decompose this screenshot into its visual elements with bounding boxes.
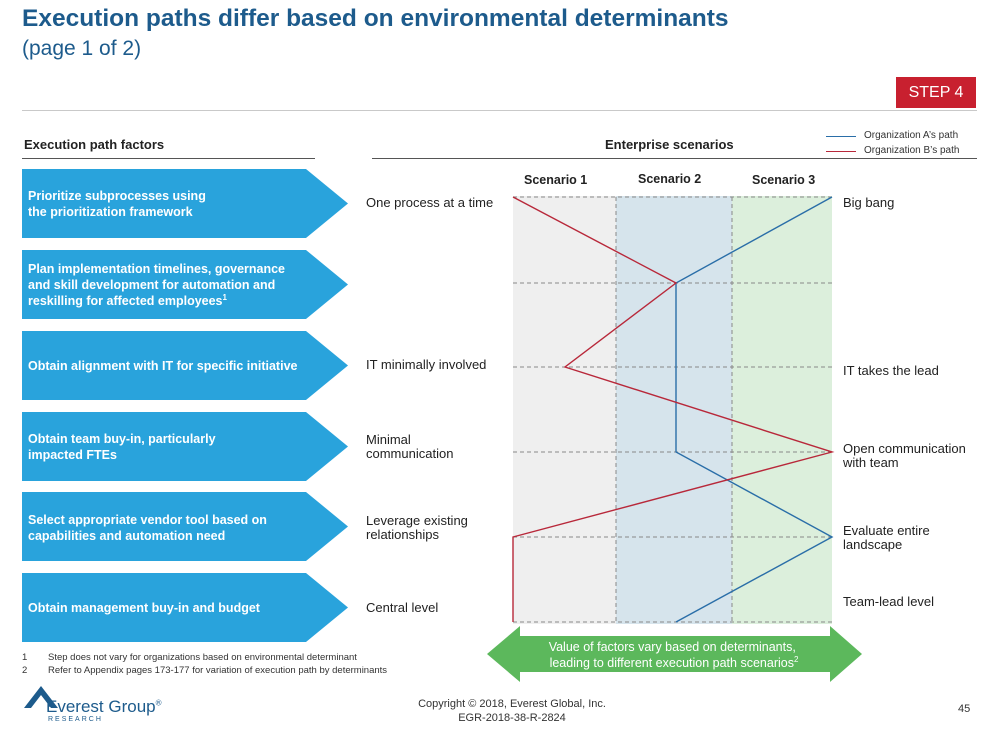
legend-swatch-org-b	[826, 151, 856, 152]
right-label-1: Big bang	[843, 195, 895, 210]
factor-text-2: Plan implementation timelines, governanc…	[28, 262, 289, 308]
scenarios-header-rule	[372, 158, 977, 159]
factor-text-3: Obtain alignment with IT for specific in…	[28, 359, 298, 373]
right-label-6: Team-lead level	[843, 594, 935, 609]
factor-chevron-6: Obtain management buy-in and budget	[22, 573, 348, 642]
legend-swatch-org-a	[826, 136, 856, 137]
scenario-label-3: Scenario 3	[752, 173, 816, 187]
legend-label-org-a: Organization A’s path	[864, 130, 959, 141]
factor-chevron-4: Obtain team buy-in, particularly impacte…	[22, 412, 348, 481]
scenario-band-3	[732, 196, 832, 624]
org-a-path	[675, 196, 834, 623]
factor-chevron-5: Select appropriate vendor tool based on …	[22, 492, 348, 561]
logo-subtitle: RESEARCH	[48, 716, 103, 723]
copyright: Copyright © 2018, Everest Global, Inc. E…	[418, 698, 606, 724]
value-banner-text: Value of factors vary based on determina…	[549, 640, 800, 670]
factor-chevron-3: Obtain alignment with IT for specific in…	[22, 331, 348, 400]
scenarios-column-header: Enterprise scenarios	[605, 137, 734, 152]
left-label-3: IT minimally involved	[366, 357, 487, 372]
scenario-band-2	[616, 196, 732, 624]
logo-wordmark: Everest Group®	[46, 697, 162, 716]
step-badge: STEP 4	[896, 77, 976, 108]
scenario-label-2: Scenario 2	[638, 172, 702, 186]
legend-label-org-b: Organization B’s path	[864, 145, 960, 156]
factor-chevron-2: Plan implementation timelines, governanc…	[22, 250, 348, 319]
everest-logo-icon	[24, 686, 58, 708]
factor-text-5: Select appropriate vendor tool based on …	[28, 513, 270, 543]
factors-header-rule	[22, 158, 315, 159]
page-number: 45	[958, 703, 971, 715]
value-banner-arrow	[487, 626, 862, 682]
page-title: Execution paths differ based on environm…	[22, 5, 729, 32]
org-b-path	[512, 196, 835, 622]
left-label-1: One process at a time	[366, 195, 494, 210]
left-label-6: Central level	[366, 600, 439, 615]
scenario-band-1	[513, 196, 616, 624]
level-guides	[513, 196, 832, 623]
factor-chevron-1: Prioritize subprocesses using the priori…	[22, 169, 348, 238]
legend: Organization A’s path Organization B’s p…	[826, 128, 986, 160]
header-divider	[22, 110, 977, 111]
factor-text-1: Prioritize subprocesses using the priori…	[28, 189, 209, 219]
scenario-label-1: Scenario 1	[524, 173, 588, 187]
page-subtitle: (page 1 of 2)	[22, 37, 142, 60]
factor-text-4: Obtain team buy-in, particularly impacte…	[28, 432, 219, 462]
factors-column-header: Execution path factors	[24, 137, 165, 152]
right-label-3: IT takes the lead	[843, 363, 939, 378]
factor-text-6: Obtain management buy-in and budget	[28, 601, 261, 615]
